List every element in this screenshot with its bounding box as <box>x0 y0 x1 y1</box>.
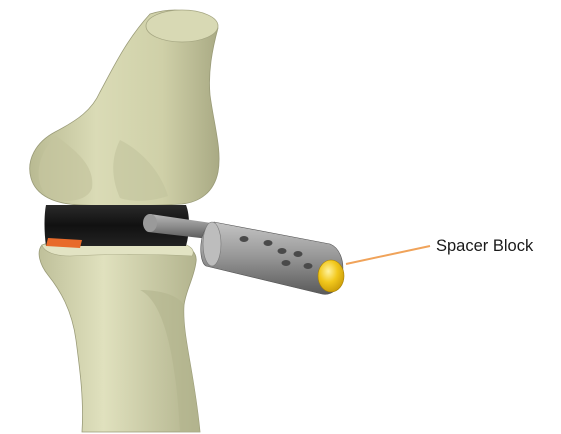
handle-hole <box>294 251 303 257</box>
handle-hole <box>282 260 291 266</box>
spacer-block-label: Spacer Block <box>436 237 533 256</box>
handle-hole <box>264 240 273 246</box>
handle-hole <box>304 263 313 269</box>
handle-tip <box>318 260 344 292</box>
rod-end <box>143 214 157 232</box>
femur-cut-face <box>146 10 218 42</box>
leader-line <box>346 246 430 264</box>
handle-hole <box>240 236 249 242</box>
handle-front-face <box>203 222 221 266</box>
handle-hole <box>278 248 287 254</box>
